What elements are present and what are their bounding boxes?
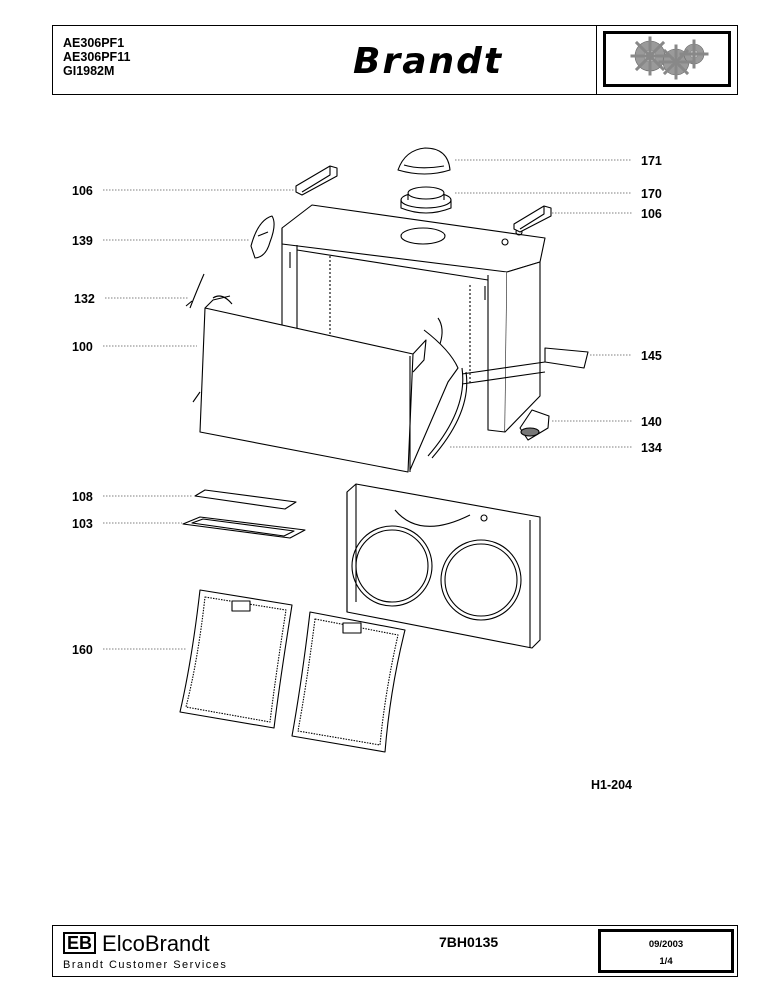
part-160-filter-right xyxy=(291,611,406,753)
part-170-collar xyxy=(400,186,452,214)
part-label: 145 xyxy=(641,349,662,363)
part-label: 108 xyxy=(72,490,93,504)
part-140-foot xyxy=(519,409,550,441)
part-171-dome xyxy=(397,147,451,175)
document-date: 09/2003 xyxy=(648,939,684,950)
brand-logo: Brandt xyxy=(353,41,504,82)
title-block: AE306PF1 AE306PF11 GI1982M Brandt xyxy=(52,25,738,95)
motor-plate xyxy=(346,483,541,649)
part-label: 170 xyxy=(641,187,662,201)
model-number: AE306PF1 xyxy=(63,36,125,50)
part-label: 139 xyxy=(72,234,93,248)
part-label: 160 xyxy=(72,643,93,657)
logo-box xyxy=(596,25,739,95)
part-108-strip xyxy=(194,489,297,510)
part-100-front-panel xyxy=(192,295,427,473)
part-134-trim xyxy=(409,317,468,471)
part-139-clip xyxy=(250,215,275,259)
part-label: 134 xyxy=(641,441,662,455)
model-list: AE306PF1 AE306PF11 GI1982M xyxy=(63,36,130,78)
part-label: 100 xyxy=(72,340,93,354)
part-132-hook xyxy=(185,273,205,309)
model-number: AE306PF11 xyxy=(63,50,131,64)
gears-icon xyxy=(603,31,731,87)
company-subtitle: Brandt Customer Services xyxy=(63,959,228,971)
part-106-bracket-right xyxy=(513,205,552,233)
eb-logo-mark: EB xyxy=(63,932,97,954)
leader-lines xyxy=(103,159,632,650)
part-106-bracket-left xyxy=(295,165,338,196)
part-160-filter-left xyxy=(179,589,293,729)
date-page-box: 09/2003 1/4 xyxy=(598,929,734,973)
model-number: GI1982M xyxy=(63,64,115,78)
part-label: 171 xyxy=(641,154,662,168)
document-code: 7BH0135 xyxy=(439,934,499,950)
part-label: 140 xyxy=(641,415,662,429)
drawing-reference: H1-204 xyxy=(591,778,632,792)
hood-body xyxy=(281,204,546,433)
part-label: 132 xyxy=(74,292,95,306)
company-name: ElcoBrandt xyxy=(102,931,210,956)
part-103-gasket xyxy=(182,516,306,539)
page-number: 1/4 xyxy=(659,956,673,967)
part-145-rail xyxy=(461,347,589,385)
part-label: 106 xyxy=(641,207,662,221)
part-label: 103 xyxy=(72,517,93,531)
part-label: 106 xyxy=(72,184,93,198)
